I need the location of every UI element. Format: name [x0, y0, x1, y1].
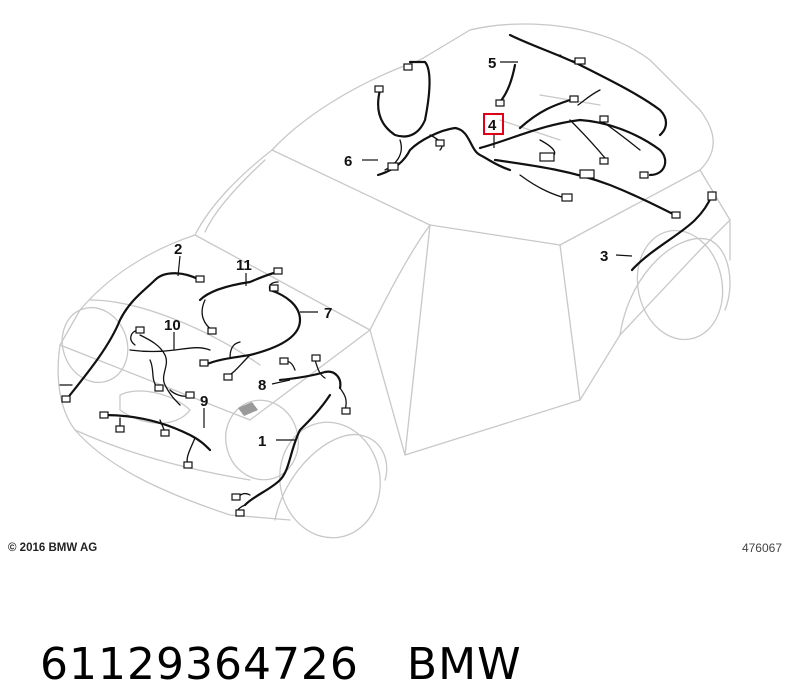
callout-1: 1 [258, 433, 266, 450]
callout-9: 9 [200, 393, 208, 410]
mounting-pad [238, 402, 258, 416]
harness-9 [99, 411, 212, 469]
callout-5: 5 [488, 55, 496, 72]
harness-11 [198, 267, 283, 335]
harness-1 [231, 393, 332, 517]
callout-4-highlight [483, 113, 504, 135]
copyright-notice: © 2016 BMW AG [8, 542, 98, 554]
harness-10 [129, 326, 211, 406]
leader-lines [173, 61, 633, 441]
harness-6 [374, 60, 512, 177]
callout-6: 6 [344, 153, 352, 170]
callout-4[interactable]: 4 [488, 117, 497, 134]
callout-3: 3 [600, 248, 608, 265]
harness-7 [199, 281, 302, 381]
callout-labels: 1 2 3 4 5 6 7 8 9 10 11 [164, 55, 608, 450]
brand-name: BMW [406, 639, 522, 690]
callout-7: 7 [324, 305, 332, 322]
part-line: 61129364726 BMW [10, 588, 522, 690]
callout-2: 2 [174, 241, 182, 258]
car-outline [57, 23, 731, 539]
harness-3 [630, 191, 717, 272]
harness-8 [278, 354, 351, 415]
illustration-number: 476067 [741, 541, 782, 555]
harness-2 [59, 272, 205, 403]
wiring-harness-diagram: 1 2 3 4 5 6 7 8 9 10 11 [57, 23, 731, 539]
part-number: 61129364726 [39, 639, 359, 690]
callout-11: 11 [236, 257, 252, 274]
callout-10: 10 [164, 317, 181, 334]
callout-8: 8 [258, 377, 266, 394]
harness-4 [478, 89, 681, 219]
harness-5 [495, 33, 668, 137]
